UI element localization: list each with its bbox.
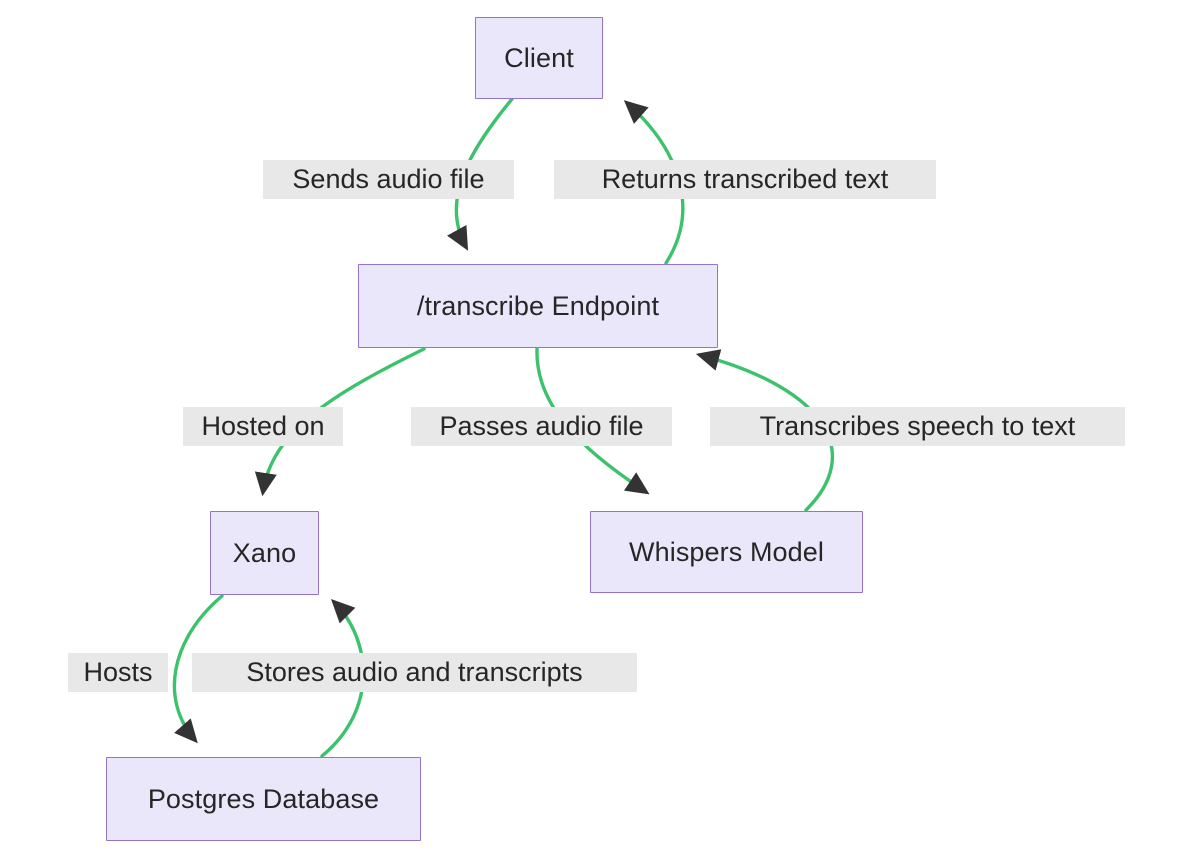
node-postgres-database-label: Postgres Database	[147, 783, 380, 814]
edge-label-stores-audio-and-transcripts: Stores audio and transcripts	[192, 653, 637, 692]
edge-label-text: Passes audio file	[439, 410, 644, 441]
edge-label-text: Sends audio file	[292, 163, 485, 194]
edge-label-text: Hosted on	[201, 410, 325, 441]
node-xano[interactable]: Xano	[210, 511, 319, 595]
edge-label-returns-transcribed-text: Returns transcribed text	[554, 160, 936, 199]
edge-label-transcribes-speech-to-text: Transcribes speech to text	[710, 407, 1125, 446]
edge-label-text: Stores audio and transcripts	[246, 656, 583, 687]
edge-label-text: Returns transcribed text	[601, 163, 889, 194]
node-whispers-model[interactable]: Whispers Model	[590, 511, 863, 593]
edge-label-text: Hosts	[83, 656, 153, 687]
node-postgres-database[interactable]: Postgres Database	[106, 757, 421, 841]
edge-label-sends-audio-file: Sends audio file	[263, 160, 514, 199]
node-xano-label: Xano	[232, 537, 297, 568]
node-transcribe-endpoint-label: /transcribe Endpoint	[416, 290, 660, 321]
node-transcribe-endpoint[interactable]: /transcribe Endpoint	[358, 264, 718, 348]
node-client[interactable]: Client	[475, 17, 603, 99]
node-whispers-model-label: Whispers Model	[629, 536, 824, 567]
edge-label-text: Transcribes speech to text	[759, 410, 1076, 441]
node-client-label: Client	[504, 42, 574, 73]
edge-label-passes-audio-file: Passes audio file	[411, 407, 672, 446]
edge-xano-to-postgres	[172, 594, 224, 744]
edge-label-hosted-on: Hosted on	[183, 407, 343, 446]
edge-label-hosts: Hosts	[68, 653, 168, 692]
